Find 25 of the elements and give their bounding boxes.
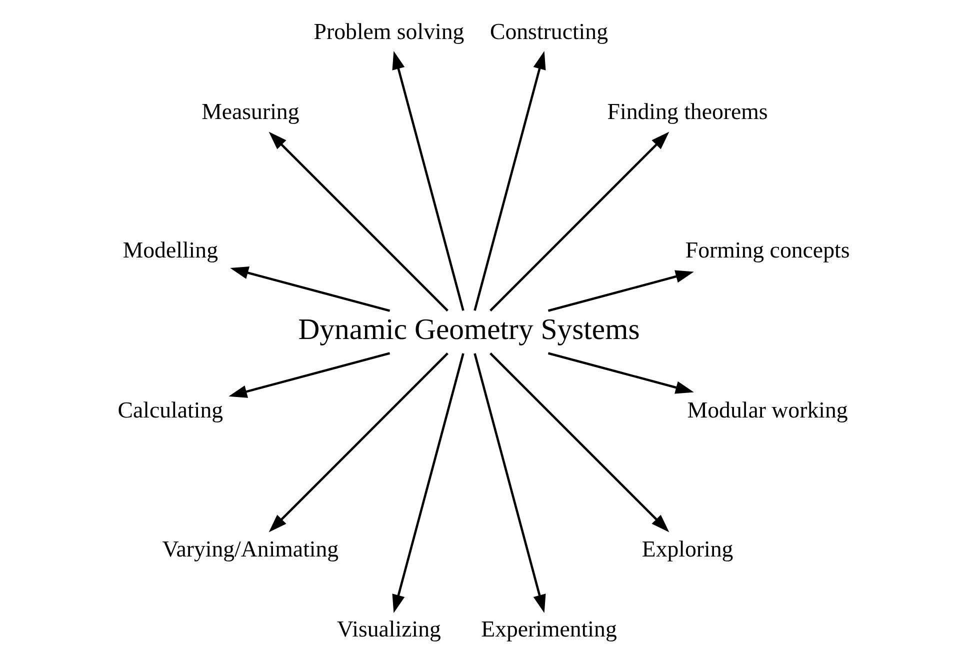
arrow [548,352,694,394]
node-text: Modelling [122,238,218,263]
arrow [474,353,546,614]
node-text: Measuring [202,99,300,124]
arrow [268,132,448,312]
node-text: Visualizing [337,616,441,642]
arrow [490,132,670,312]
node-text: Varying/Animating [162,536,339,562]
node-text: Dynamic Geometry Systems [298,314,640,346]
arrow [268,352,448,532]
arrow [230,266,390,312]
node-text: Exploring [642,536,734,562]
node-text: Calculating [118,398,224,423]
node-text: Experimenting [481,616,617,642]
node-text: Forming concepts [685,238,850,263]
arrow [474,50,546,311]
node-text: Modular working [687,398,848,423]
arrow [548,270,694,312]
node-text: Finding theorems [607,99,768,124]
node-text: Problem solving [314,19,464,44]
node-text: Constructing [490,19,608,44]
arrow [228,352,390,398]
arrow [490,352,670,532]
arrow [392,353,464,614]
arrow [392,50,464,311]
